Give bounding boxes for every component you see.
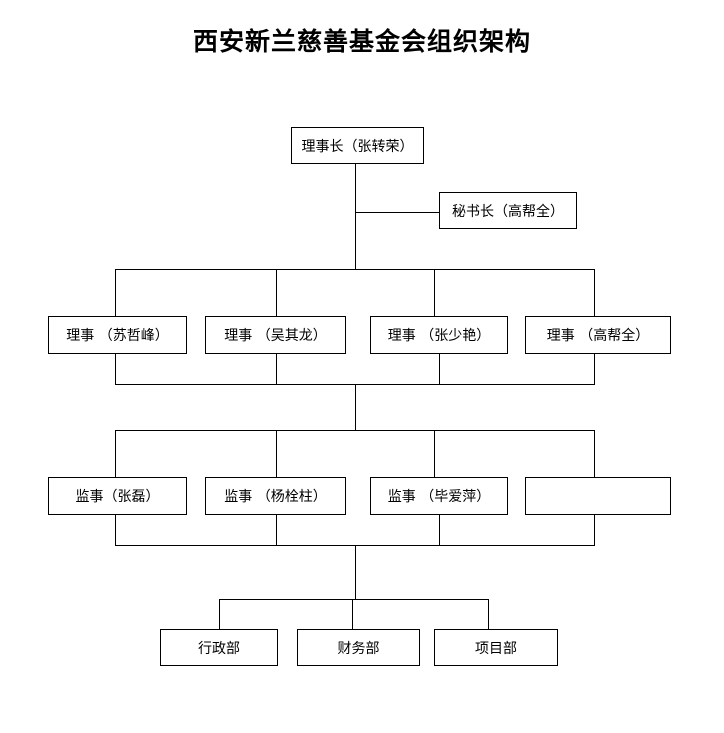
supervisor-box: 监事 （杨栓柱） bbox=[205, 477, 346, 515]
secretary-box: 秘书长（高帮全） bbox=[439, 192, 577, 229]
director-box: 理事 （高帮全） bbox=[525, 316, 671, 354]
director-box: 理事 （苏哲峰） bbox=[48, 316, 187, 354]
director-box: 理事 （吴其龙） bbox=[205, 316, 346, 354]
chairman-box: 理事长（张转荣） bbox=[291, 127, 424, 164]
supervisor-box: 监事（张磊） bbox=[48, 477, 187, 515]
department-box: 财务部 bbox=[297, 629, 420, 666]
director-box: 理事 （张少艳） bbox=[370, 316, 508, 354]
department-box: 项目部 bbox=[434, 629, 558, 666]
supervisor-box: 监事 （毕爱萍） bbox=[370, 477, 508, 515]
department-box: 行政部 bbox=[160, 629, 278, 666]
page-title: 西安新兰慈善基金会组织架构 bbox=[192, 27, 531, 56]
supervisor-box-empty bbox=[525, 477, 671, 515]
